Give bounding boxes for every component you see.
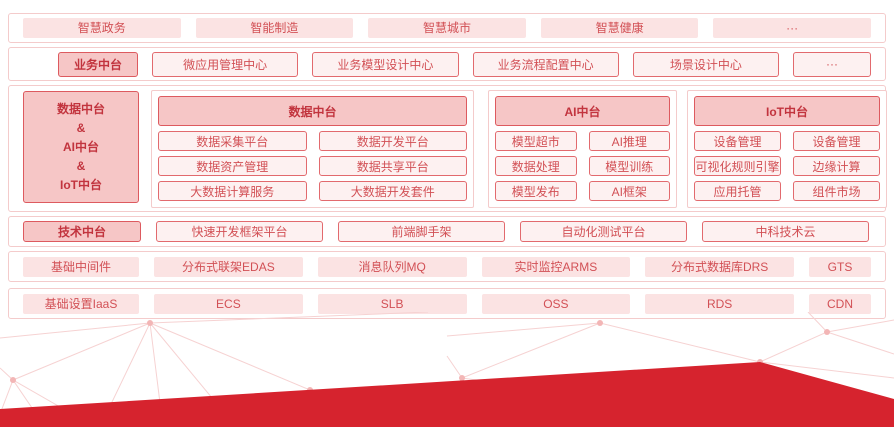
tech-platform-item: 自动化测试平台	[520, 221, 687, 242]
iot-platform-item: 组件市场	[793, 181, 880, 201]
tech-platform-item: 中科技术云	[702, 221, 869, 242]
data-platform-item: 数据采集平台	[158, 131, 307, 151]
ai-platform-item: 数据处理	[495, 156, 577, 176]
business-center: 业务模型设计中心	[312, 51, 459, 77]
network-decoration	[0, 312, 894, 427]
data-platform-title: 数据中台	[158, 96, 467, 126]
tech-platform-label: 技术中台	[23, 221, 141, 242]
tech-platform-item: 前端脚手架	[338, 221, 505, 242]
side-label-line: &	[76, 158, 86, 173]
ai-platform-item: AI框架	[588, 181, 670, 201]
middleware-item: 消息队列MQ	[317, 256, 467, 277]
data-ai-iot-layer: 数据中台 & AI中台 & IoT中台 数据中台 数据采集平台 数据开发平台 数…	[8, 85, 887, 212]
tech-platform-layer: 技术中台 快速开发框架平台 前端脚手架 自动化测试平台 中科技术云	[8, 216, 886, 247]
middleware-item: 分布式联架EDAS	[154, 256, 303, 277]
business-center: 场景设计中心	[632, 51, 779, 77]
side-label-line: AI中台	[62, 139, 99, 154]
ai-platform-title: AI中台	[495, 96, 670, 126]
scenario-item: 智慧健康	[540, 18, 699, 38]
iaas-item: RDS	[645, 293, 794, 314]
business-platform-label: 业务中台	[58, 51, 138, 77]
scenario-item-more: ···	[713, 18, 871, 38]
iot-platform-item: 边缘计算	[793, 156, 880, 176]
business-center: 业务流程配置中心	[472, 51, 619, 77]
middleware-layer: 基础中间件 分布式联架EDAS 消息队列MQ 实时监控ARMS 分布式数据库DR…	[8, 251, 886, 282]
iot-platform-item: 设备管理	[694, 131, 781, 151]
ai-platform-item: 模型训练	[588, 156, 670, 176]
iaas-item: ECS	[154, 293, 303, 314]
iot-platform-item: 可视化规则引擎	[694, 156, 781, 176]
business-center: 微应用管理中心	[152, 51, 299, 77]
scenario-item: 智慧政务	[23, 18, 181, 38]
ai-platform-item: 模型发布	[495, 181, 577, 201]
tech-platform-item: 快速开发框架平台	[156, 221, 323, 242]
iot-platform-title: IoT中台	[694, 96, 880, 126]
data-platform-item: 数据共享平台	[318, 156, 467, 176]
iot-platform-item: 设备管理	[793, 131, 880, 151]
data-ai-iot-label: 数据中台 & AI中台 & IoT中台	[23, 91, 139, 203]
side-label-line: &	[76, 120, 86, 135]
business-platform-layer: 业务中台 微应用管理中心 业务模型设计中心 业务流程配置中心 场景设计中心 ··…	[8, 47, 886, 81]
data-platform-item: 大数据计算服务	[158, 181, 307, 201]
side-label-line: IoT中台	[60, 177, 102, 192]
ai-platform-group: AI中台 模型超市 AI推理 数据处理 模型训练 模型发布 AI框架	[488, 90, 677, 208]
iaas-layer: 基础设置IaaS ECS SLB OSS RDS CDN	[8, 288, 886, 319]
data-platform-item: 数据开发平台	[318, 131, 467, 151]
middleware-label: 基础中间件	[23, 256, 139, 277]
middleware-item: GTS	[809, 256, 871, 277]
ai-platform-item: AI推理	[588, 131, 670, 151]
iaas-item: CDN	[809, 293, 871, 314]
scenario-item: 智慧城市	[368, 18, 526, 38]
iot-platform-item: 应用托管	[694, 181, 781, 201]
data-platform-group: 数据中台 数据采集平台 数据开发平台 数据资产管理 数据共享平台 大数据计算服务…	[151, 90, 474, 208]
iot-platform-group: IoT中台 设备管理 设备管理 可视化规则引擎 边缘计算 应用托管 组件市场	[687, 90, 887, 208]
scenario-layer: 智慧政务 智能制造 智慧城市 智慧健康 ···	[8, 13, 886, 43]
data-platform-item: 大数据开发套件	[318, 181, 467, 201]
middleware-item: 分布式数据库DRS	[645, 256, 794, 277]
data-platform-item: 数据资产管理	[158, 156, 307, 176]
business-center-more: ···	[793, 51, 871, 77]
middleware-item: 实时监控ARMS	[481, 256, 631, 277]
iaas-item: SLB	[317, 293, 467, 314]
red-banner-shape	[0, 362, 894, 427]
side-label-line: 数据中台	[56, 101, 105, 116]
iaas-label: 基础设置IaaS	[23, 293, 139, 314]
iaas-item: OSS	[481, 293, 631, 314]
ai-platform-item: 模型超市	[495, 131, 577, 151]
scenario-item: 智能制造	[195, 18, 354, 38]
